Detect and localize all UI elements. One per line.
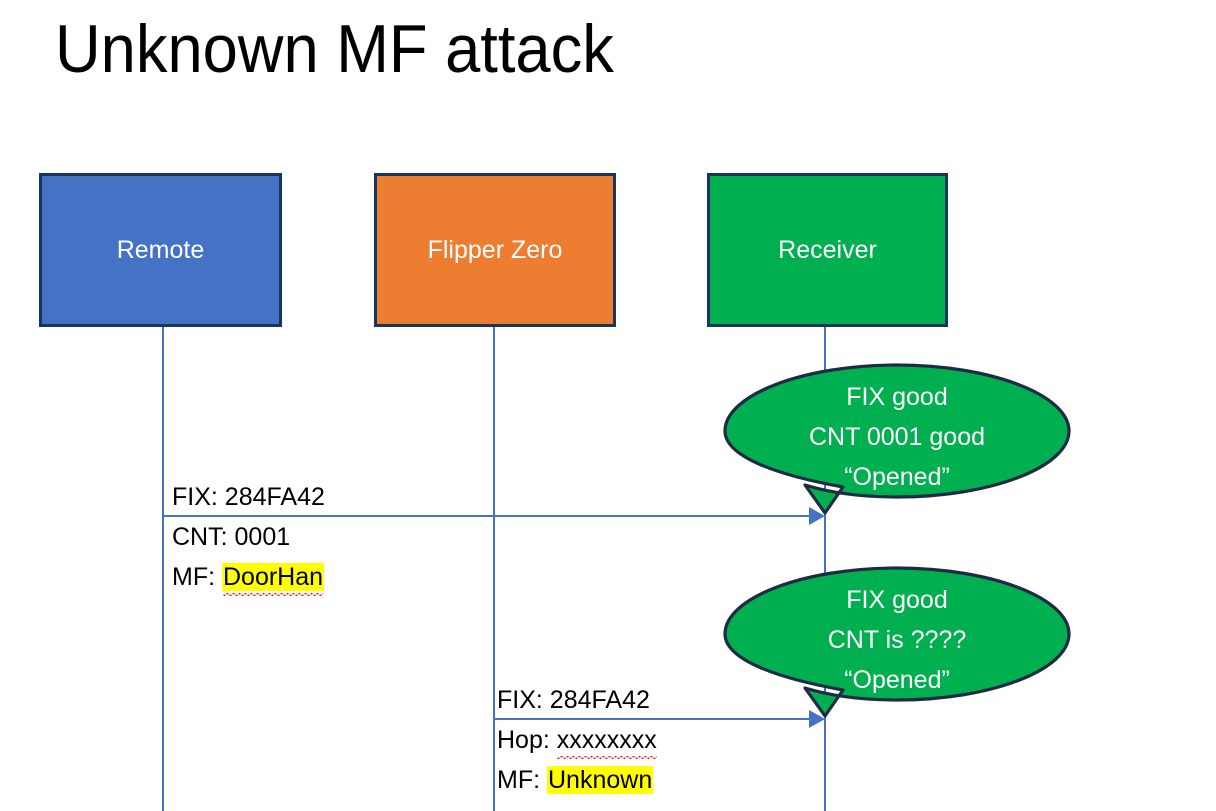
message-text-2: FIX: 284FA42 Hop: xxxxxxxx MF: Unknown [497,680,657,800]
lifeline-receiver [824,327,826,811]
message-value-2-1: 284FA42 [549,686,650,714]
message-value-2-3-highlighted: Unknown [547,766,654,794]
message-text-1: FIX: 284FA42 CNT: 0001 MF: DoorHan [172,477,325,597]
message-line-2-1: FIX: 284FA42 [497,680,657,720]
callout-shape-1 [723,363,1071,515]
spellcheck-squiggle-doorhan: DoorHan [223,557,324,597]
page-title: Unknown MF attack [55,11,614,87]
message-arrow-head-1 [809,507,825,525]
message-arrow-line-1 [163,515,811,517]
message-value-1-3-highlighted: DoorHan [222,563,325,596]
lifeline-flipper [493,327,495,811]
callout-bubble-good-counter[interactable]: FIX good CNT 0001 good “Opened” [723,363,1071,515]
message-line-2-3: MF: Unknown [497,760,657,800]
message-label-1-1: FIX: [172,483,218,511]
message-label-1-3: MF: [172,563,216,591]
message-value-1-1: 284FA42 [224,483,325,511]
message-line-2-2: Hop: xxxxxxxx [497,720,657,760]
message-label-2-3: MF: [497,766,541,794]
actor-box-flipper[interactable]: Flipper Zero [374,173,616,327]
actor-label-remote: Remote [116,235,205,264]
actor-box-receiver[interactable]: Receiver [707,173,948,327]
message-line-1-2: CNT: 0001 [172,517,325,557]
message-line-1-3: MF: DoorHan [172,557,325,597]
lifeline-remote [162,327,164,811]
actor-label-flipper: Flipper Zero [427,235,563,264]
actor-label-receiver: Receiver [778,235,877,264]
message-value-1-2: 0001 [234,523,291,551]
actor-box-remote[interactable]: Remote [39,173,282,327]
message-label-1-2: CNT: [172,523,228,551]
message-label-2-2: Hop: [497,726,550,754]
message-arrow-line-2 [494,718,811,720]
callout-shape-2 [723,566,1071,718]
message-arrow-head-2 [809,710,825,728]
callout-bubble-unknown-counter[interactable]: FIX good CNT is ???? “Opened” [723,566,1071,718]
spellcheck-squiggle-hop: xxxxxxxx [556,720,657,760]
message-line-1-1: FIX: 284FA42 [172,477,325,517]
message-label-2-1: FIX: [497,686,543,714]
